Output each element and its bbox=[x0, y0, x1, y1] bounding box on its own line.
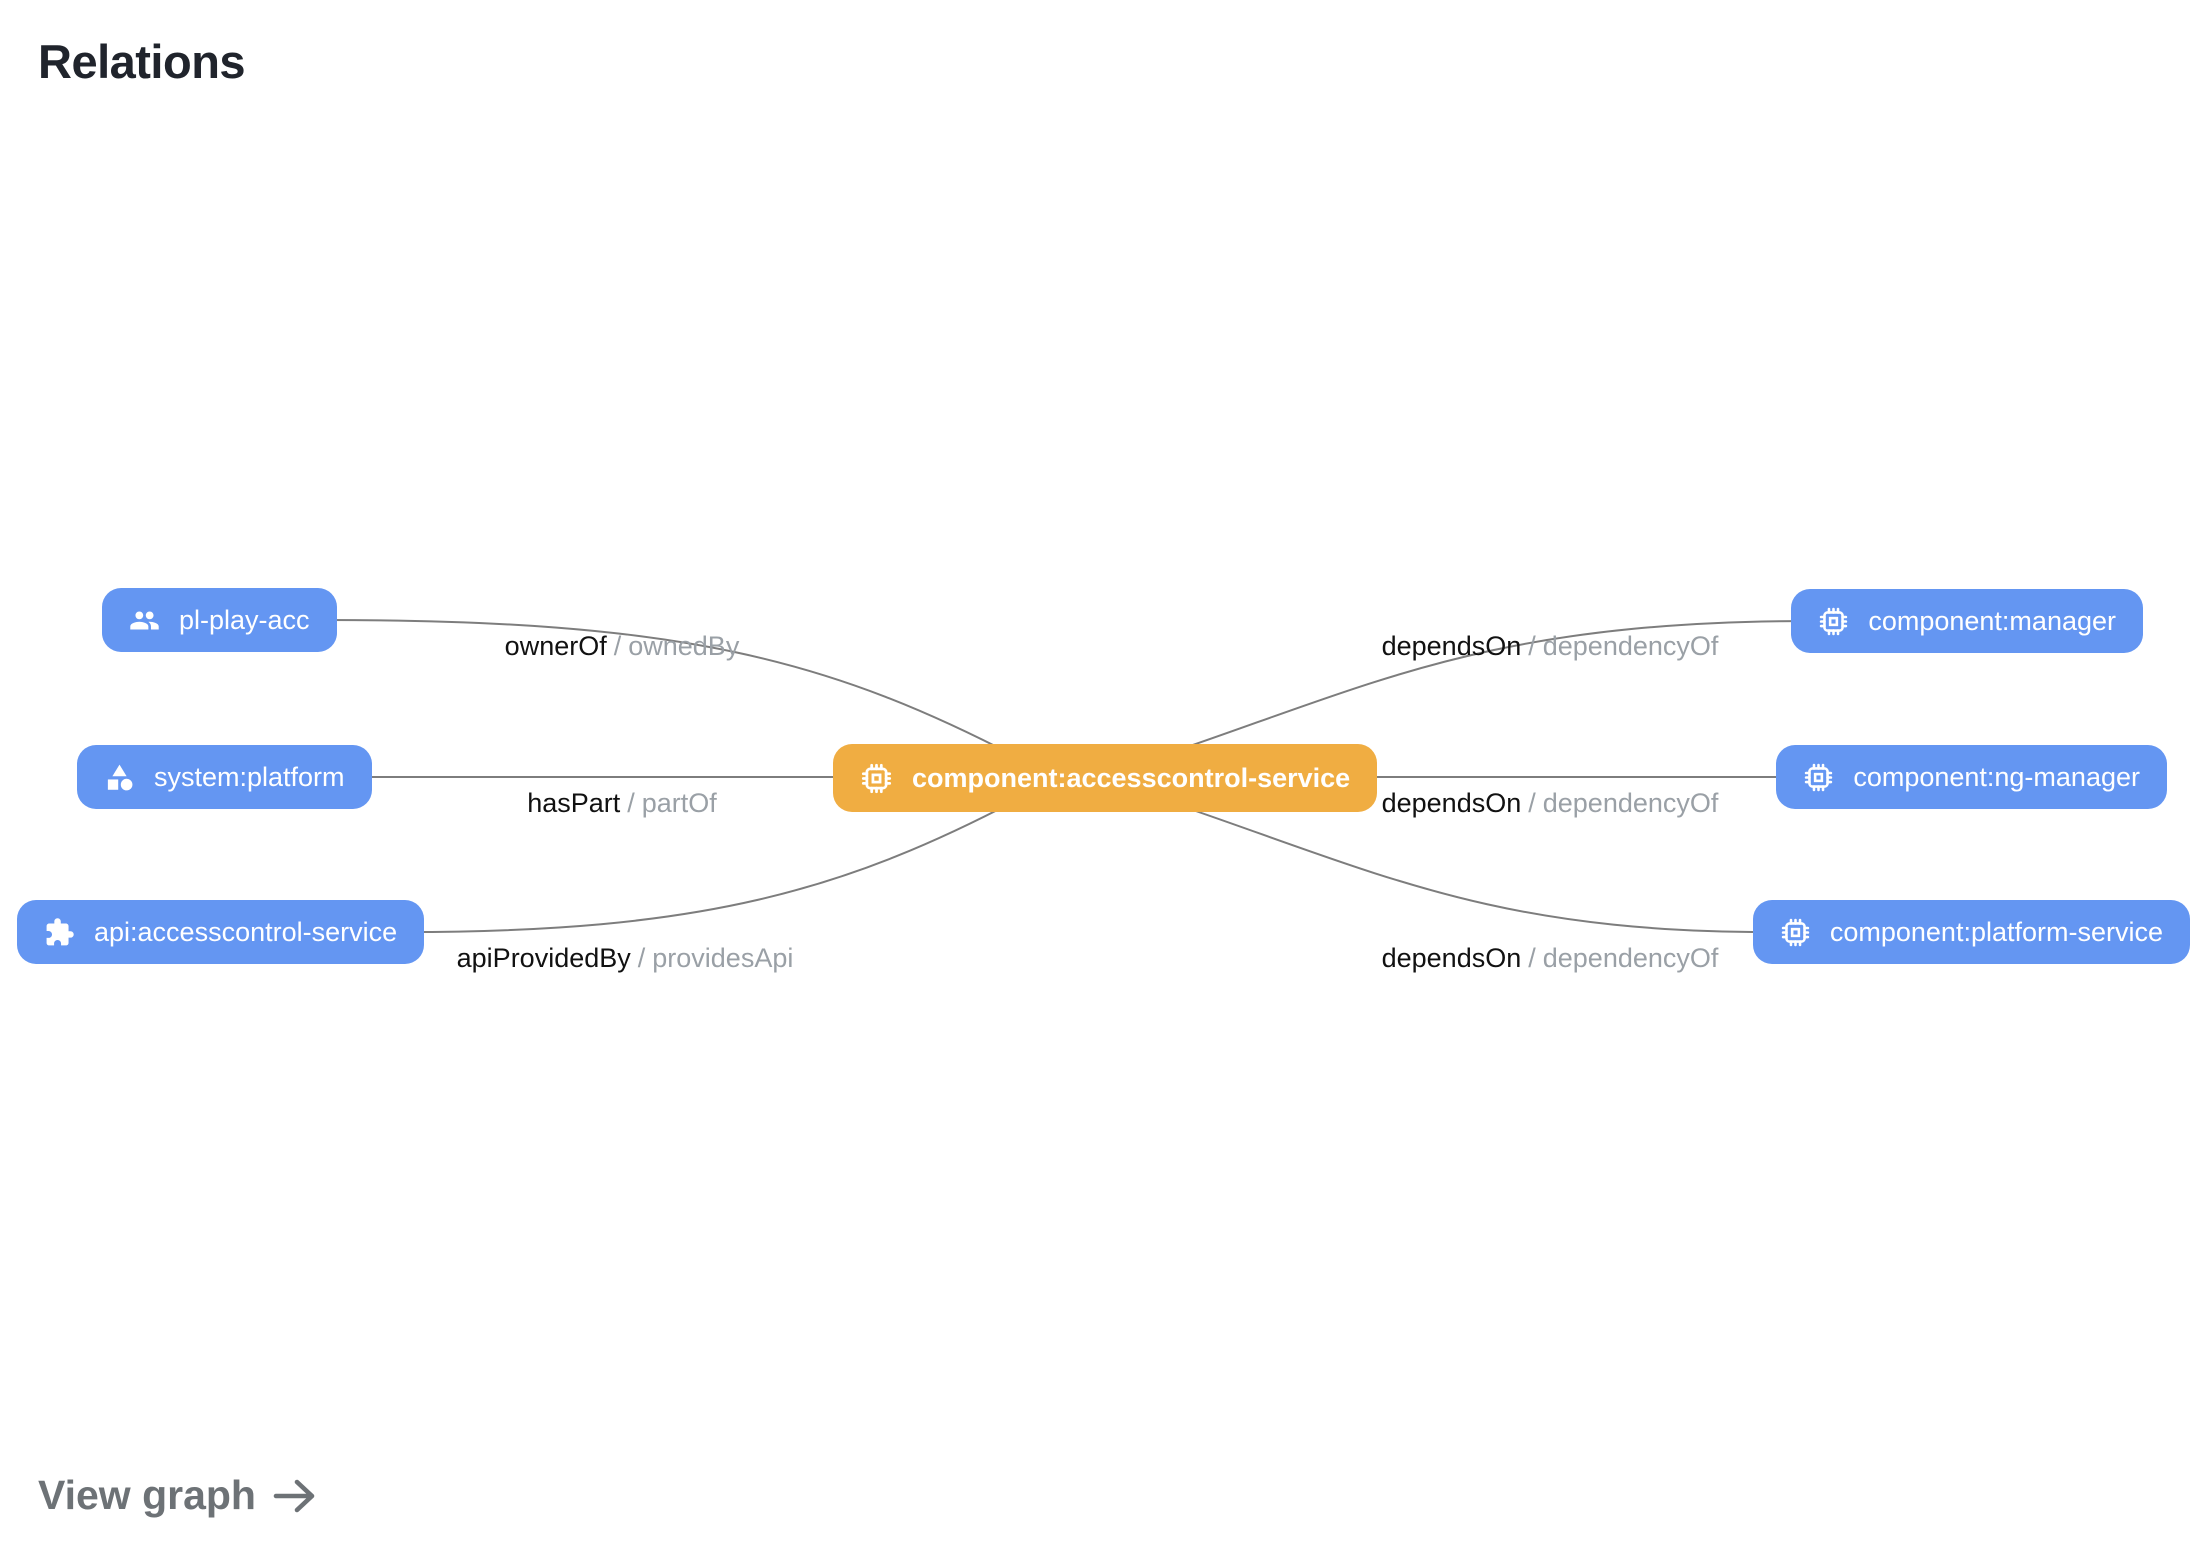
page-title: Relations bbox=[38, 35, 246, 88]
edge-label-primary: dependsOn bbox=[1381, 943, 1522, 973]
edge-label-separator: / bbox=[1528, 943, 1536, 973]
group-icon bbox=[129, 605, 160, 636]
node-label: system:platform bbox=[154, 761, 345, 792]
node-component-platform-service[interactable]: component:platform-service bbox=[1752, 900, 2190, 964]
chip-icon bbox=[1780, 917, 1811, 948]
edge-label-dependson-2: dependsOn/dependencyOf bbox=[1382, 788, 1719, 819]
chip-icon bbox=[860, 762, 893, 795]
chip-icon bbox=[1803, 762, 1834, 793]
node-system-platform[interactable]: system:platform bbox=[77, 745, 372, 809]
edge-label-separator: / bbox=[1528, 631, 1536, 661]
edge-label-inverse: partOf bbox=[641, 788, 717, 818]
node-label: api:accesscontrol-service bbox=[94, 916, 398, 947]
category-icon bbox=[104, 762, 135, 793]
edge-label-apiprovidedby: apiProvidedBy/providesApi bbox=[457, 943, 794, 974]
edge-line-dependson-3 bbox=[1139, 791, 1769, 933]
edge-line-apiprovidedby bbox=[404, 792, 1031, 933]
node-label: component:accesscontrol-service bbox=[912, 762, 1351, 793]
node-component-manager[interactable]: component:manager bbox=[1791, 589, 2143, 653]
edge-label-dependson-1: dependsOn/dependencyOf bbox=[1382, 631, 1719, 662]
edge-label-inverse: dependencyOf bbox=[1542, 631, 1719, 661]
edge-label-primary: dependsOn bbox=[1381, 631, 1522, 661]
edge-label-primary: apiProvidedBy bbox=[456, 943, 631, 973]
edge-label-inverse: providesApi bbox=[652, 943, 794, 973]
puzzle-icon bbox=[44, 917, 75, 948]
node-component-accesscontrol-service[interactable]: component:accesscontrol-service bbox=[833, 744, 1378, 812]
edge-label-haspart: hasPart/partOf bbox=[527, 788, 717, 819]
view-graph-link[interactable]: View graph bbox=[38, 1472, 318, 1519]
edge-label-separator: / bbox=[627, 788, 635, 818]
edge-label-separator: / bbox=[1528, 788, 1536, 818]
edge-label-inverse: dependencyOf bbox=[1542, 788, 1719, 818]
edge-label-separator: / bbox=[637, 943, 646, 973]
edge-label-primary: hasPart bbox=[527, 788, 621, 818]
node-component-ng-manager[interactable]: component:ng-manager bbox=[1776, 745, 2167, 809]
edge-line-ownerof bbox=[324, 619, 1031, 765]
chip-icon bbox=[1818, 606, 1849, 637]
edge-label-ownerof: ownerOf/ownedBy bbox=[505, 631, 740, 662]
node-label: component:platform-service bbox=[1829, 916, 2163, 947]
node-label: component:manager bbox=[1868, 605, 2116, 636]
node-api-accesscontrol-service[interactable]: api:accesscontrol-service bbox=[17, 900, 425, 964]
view-graph-label: View graph bbox=[38, 1472, 256, 1518]
edge-label-dependson-3: dependsOn/dependencyOf bbox=[1382, 943, 1719, 974]
edge-label-separator: / bbox=[613, 631, 622, 661]
node-label: pl-play-acc bbox=[179, 604, 310, 635]
edge-label-primary: ownerOf bbox=[504, 631, 607, 661]
edge-label-inverse: dependencyOf bbox=[1542, 943, 1719, 973]
edge-line-dependson-1 bbox=[1139, 620, 1813, 764]
node-label: component:ng-manager bbox=[1853, 761, 2140, 792]
edge-label-inverse: ownedBy bbox=[628, 631, 740, 661]
node-pl-play-acc[interactable]: pl-play-acc bbox=[102, 588, 337, 652]
arrow-right-icon bbox=[272, 1476, 318, 1516]
edge-label-primary: dependsOn bbox=[1381, 788, 1522, 818]
